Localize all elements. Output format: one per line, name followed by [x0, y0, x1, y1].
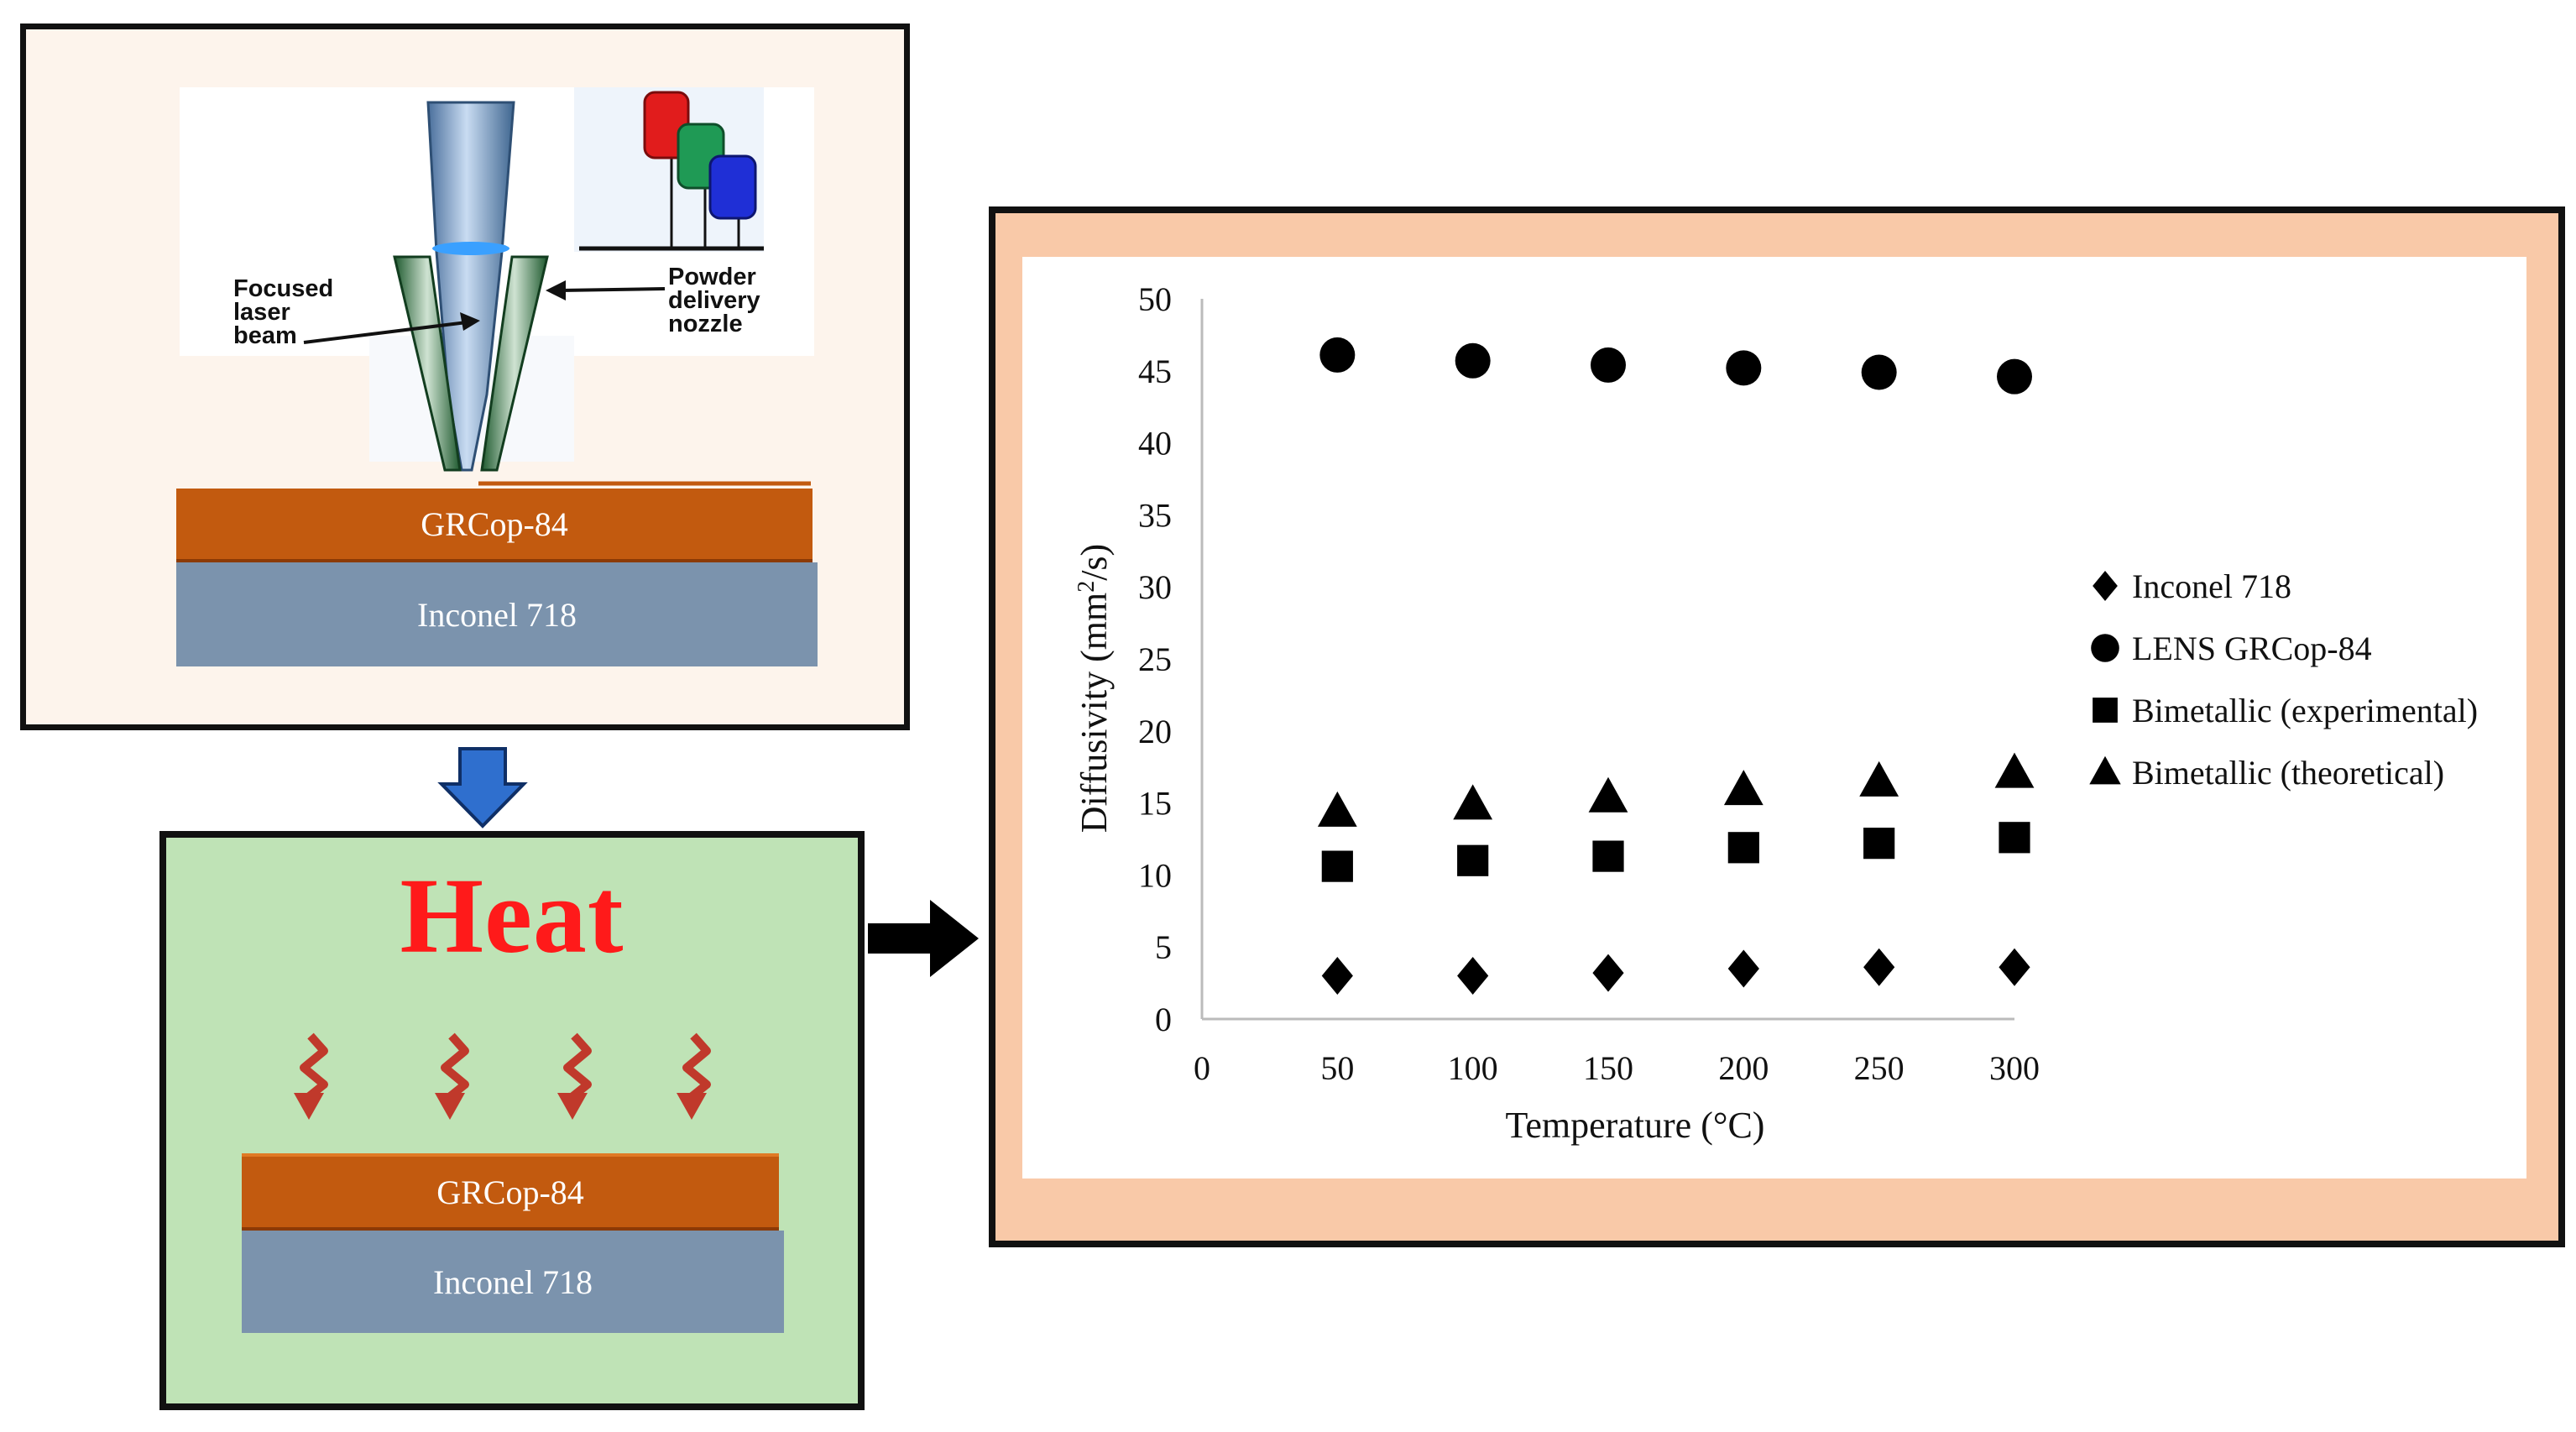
x-tick-label: 300 [1989, 1049, 2040, 1087]
data-point-diamond [1321, 957, 1353, 996]
data-point-circle [1591, 347, 1626, 383]
y-tick-label: 40 [1138, 425, 1172, 463]
heat-arrow-icon [682, 1032, 711, 1101]
heat-arrow-icon [441, 1032, 469, 1101]
legend-marker-diamond [2093, 571, 2118, 601]
y-tick-label: 45 [1138, 353, 1172, 390]
data-point-triangle [1859, 760, 1899, 797]
data-point-square [1863, 828, 1895, 860]
data-point-circle [1861, 354, 1897, 390]
data-point-triangle [1994, 752, 2035, 788]
legend-marker-square [2093, 698, 2118, 723]
grcop-layer: GRCop-84 [176, 489, 813, 562]
legend-entry: Bimetallic (experimental) [2132, 692, 2478, 729]
lens-ring [432, 242, 509, 255]
data-point-triangle [1588, 776, 1628, 813]
y-tick-label: 10 [1138, 856, 1172, 894]
heat-arrow-icon [563, 1032, 592, 1101]
legend-marker-triangle [2089, 755, 2121, 785]
nozzle-label: Powder delivery nozzle [668, 264, 760, 337]
data-point-triangle [1317, 791, 1357, 827]
nozzle-pointer [546, 280, 666, 301]
legend-entry: Inconel 718 [2132, 567, 2291, 605]
legend-entry: Bimetallic (theoretical) [2132, 754, 2444, 792]
blue-hopper-icon [708, 154, 757, 220]
data-point-diamond [1457, 957, 1489, 996]
data-point-diamond [1727, 949, 1759, 988]
data-point-circle [1997, 358, 2032, 395]
data-point-square [1727, 832, 1759, 864]
data-point-square [1592, 840, 1624, 872]
y-tick-label: 20 [1138, 713, 1172, 750]
heat-arrows [294, 1032, 711, 1120]
nozzle-right-icon [480, 255, 549, 472]
heat-grcop-label: GRCop-84 [436, 1173, 584, 1211]
x-tick-label: 50 [1320, 1049, 1354, 1087]
beam-label: Focused laser beam [233, 275, 334, 349]
data-point-square [1321, 850, 1353, 882]
legend-marker-circle [2091, 634, 2119, 662]
x-axis-label: Temperature (°C) [1506, 1105, 1765, 1146]
legend-entry: LENS GRCop-84 [2132, 630, 2372, 667]
heat-title: Heat [400, 856, 624, 975]
y-tick-label: 25 [1138, 640, 1172, 678]
y-axis-label: Diffusivity (mm2/s) [1074, 544, 1116, 833]
data-point-diamond [1592, 954, 1624, 992]
x-tick-label: 250 [1854, 1049, 1905, 1087]
heat-inconel-label: Inconel 718 [433, 1262, 593, 1301]
right-arrow-icon [868, 900, 979, 977]
data-point-triangle [1723, 770, 1763, 806]
grcop-layer-label: GRCop-84 [421, 504, 568, 543]
inconel-layer-label: Inconel 718 [417, 595, 577, 634]
chart-area [1022, 257, 2526, 1179]
x-tick-label: 100 [1448, 1049, 1498, 1087]
data-point-diamond [1999, 948, 2030, 986]
data-point-circle [1726, 350, 1762, 386]
x-tick-label: 0 [1194, 1049, 1210, 1087]
heat-grcop-layer: GRCop-84 [242, 1153, 779, 1231]
inconel-layer: Inconel 718 [176, 562, 818, 666]
data-point-circle [1319, 337, 1356, 373]
data-point-triangle [1453, 784, 1493, 820]
data-point-square [1457, 844, 1489, 876]
y-tick-label: 50 [1138, 280, 1172, 318]
data-point-circle [1455, 342, 1491, 379]
heat-inconel-layer: Inconel 718 [242, 1231, 784, 1333]
data-point-square [1999, 822, 2030, 854]
y-tick-label: 0 [1155, 1001, 1172, 1038]
laser-beam-icon [426, 101, 515, 472]
y-tick-label: 35 [1138, 496, 1172, 534]
y-tick-label: 15 [1138, 785, 1172, 823]
heat-arrow-icon [300, 1032, 328, 1101]
powder-hoppers [579, 91, 764, 251]
x-tick-label: 200 [1718, 1049, 1769, 1087]
down-arrow-icon [437, 747, 528, 828]
data-point-diamond [1863, 948, 1895, 986]
y-tick-label: 30 [1138, 568, 1172, 606]
beam-pointer [303, 312, 480, 344]
nozzle-left-icon [393, 255, 462, 472]
y-tick-label: 5 [1155, 928, 1172, 966]
x-tick-label: 150 [1583, 1049, 1633, 1087]
